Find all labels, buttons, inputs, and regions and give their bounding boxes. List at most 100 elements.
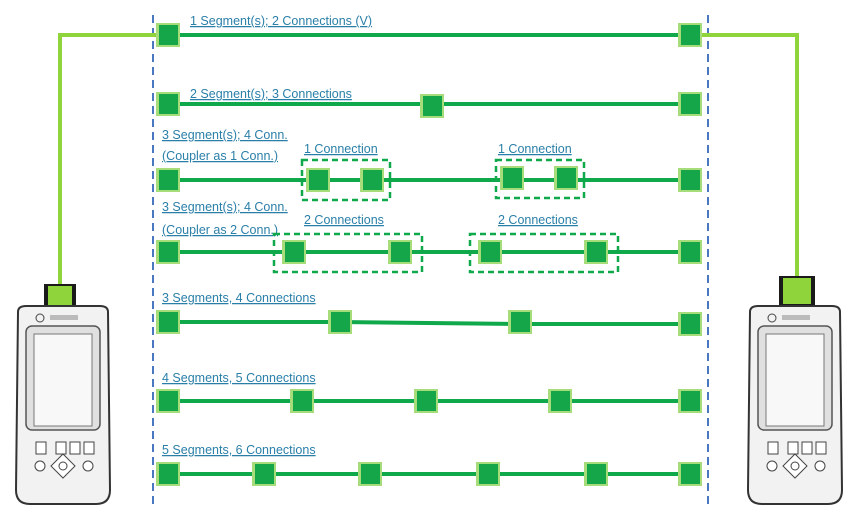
row-3: 3 Segment(s); 4 Conn. (Coupler as 1 Conn… [156,128,702,202]
right-tester-connector [783,278,811,304]
connector-ferrule [391,242,410,262]
connector [156,168,180,192]
connector [156,92,180,116]
connector [360,168,384,192]
row-4-label: 3 Segment(s); 4 Conn. [162,200,288,214]
connector-ferrule [681,25,700,45]
connector-ferrule [681,314,700,334]
connector-ferrule [159,464,178,484]
row-6-label: 4 Segments, 5 Connections [162,371,316,385]
row-3-sublabel: (Coupler as 1 Conn.) [162,149,278,163]
connector-ferrule [587,242,606,262]
left-tester-connector [48,286,72,308]
connector-ferrule [293,391,312,411]
coupler-group-label: 1 Connection [304,142,378,156]
left-tester-key-3 [69,441,81,455]
connector-ferrule [159,170,178,190]
connector [306,168,330,192]
row-5: 3 Segments, 4 Connections [156,291,702,336]
right-tester-key-3 [801,441,813,455]
right-tester-power-icon [767,313,777,323]
connector-ferrule [159,391,178,411]
connector [478,240,502,264]
connector-ferrule [423,96,442,116]
connector [678,92,702,116]
connector-ferrule [557,168,576,188]
row-1: 1 Segment(s); 2 Connections (V) [156,14,702,47]
fiber-segment [168,320,690,326]
connector-ferrule [681,170,700,190]
left-tester-key-1 [35,441,47,455]
row-7: 5 Segments, 6 Connections [156,443,702,486]
connector [500,166,524,190]
connector [282,240,306,264]
connector-ferrule [587,464,606,484]
connector-ferrule [255,464,274,484]
coupler-group-box [300,158,392,202]
connector-ferrule [159,94,178,114]
connector-ferrule [363,170,382,190]
connector [156,389,180,413]
right-tester-key-2 [787,441,799,455]
connector-ferrule [159,242,178,262]
connector [548,389,572,413]
row-6: 4 Segments, 5 Connections [156,371,702,413]
connector-ferrule [309,170,328,190]
right-tester-ok-key [790,461,800,471]
left-tester-power-icon [35,313,45,323]
connector-ferrule [511,312,530,332]
connector-ferrule [681,242,700,262]
right-tester-back-key [766,460,778,472]
connector [508,310,532,334]
connector [584,462,608,486]
left-tester-brand-plate [50,315,78,320]
coupler-group-box [272,232,424,274]
coupler-group-label: 1 Connection [498,142,572,156]
coupler-group-box [494,158,586,200]
connector [584,240,608,264]
right-tester-brand-plate [782,315,810,320]
connector [290,389,314,413]
row-4: 3 Segment(s); 4 Conn. (Coupler as 2 Conn… [156,200,702,274]
connector [388,240,412,264]
connector-ferrule [159,312,178,332]
connector-ferrule [159,25,178,45]
connector-ferrule [681,391,700,411]
right-tester-device [746,276,844,505]
connector-ferrule [681,464,700,484]
left-tester-device [14,284,112,505]
connector [678,462,702,486]
left-tester-key-2 [55,441,67,455]
connector [678,168,702,192]
left-launch-cable [58,33,165,290]
right-tester-help-key [814,460,826,472]
connector-ferrule [503,168,522,188]
connector-ferrule [361,464,380,484]
connector [358,462,382,486]
right-tester-key-4 [815,441,827,455]
right-tester-key-1 [767,441,779,455]
connector [678,312,702,336]
row-4-sublabel: (Coupler as 2 Conn.) [162,223,278,237]
right-tail-cable [690,33,799,282]
coupler-group-box [468,232,620,274]
connector [156,462,180,486]
connector [156,23,180,47]
connector-ferrule [331,312,350,332]
row-2-label: 2 Segment(s); 3 Connections [190,87,352,101]
row-2: 2 Segment(s); 3 Connections [156,87,702,118]
connector [678,389,702,413]
row-5-label: 3 Segments, 4 Connections [162,291,316,305]
row-1-label: 1 Segment(s); 2 Connections (V) [190,14,372,28]
connector-ferrule [481,242,500,262]
connector [156,310,180,334]
connector [420,94,444,118]
connector [554,166,578,190]
connector [328,310,352,334]
left-tester-ok-key [58,461,68,471]
connector [156,240,180,264]
connector-ferrule [479,464,498,484]
left-tester-screen [33,333,93,427]
right-tester-screen [765,333,825,427]
